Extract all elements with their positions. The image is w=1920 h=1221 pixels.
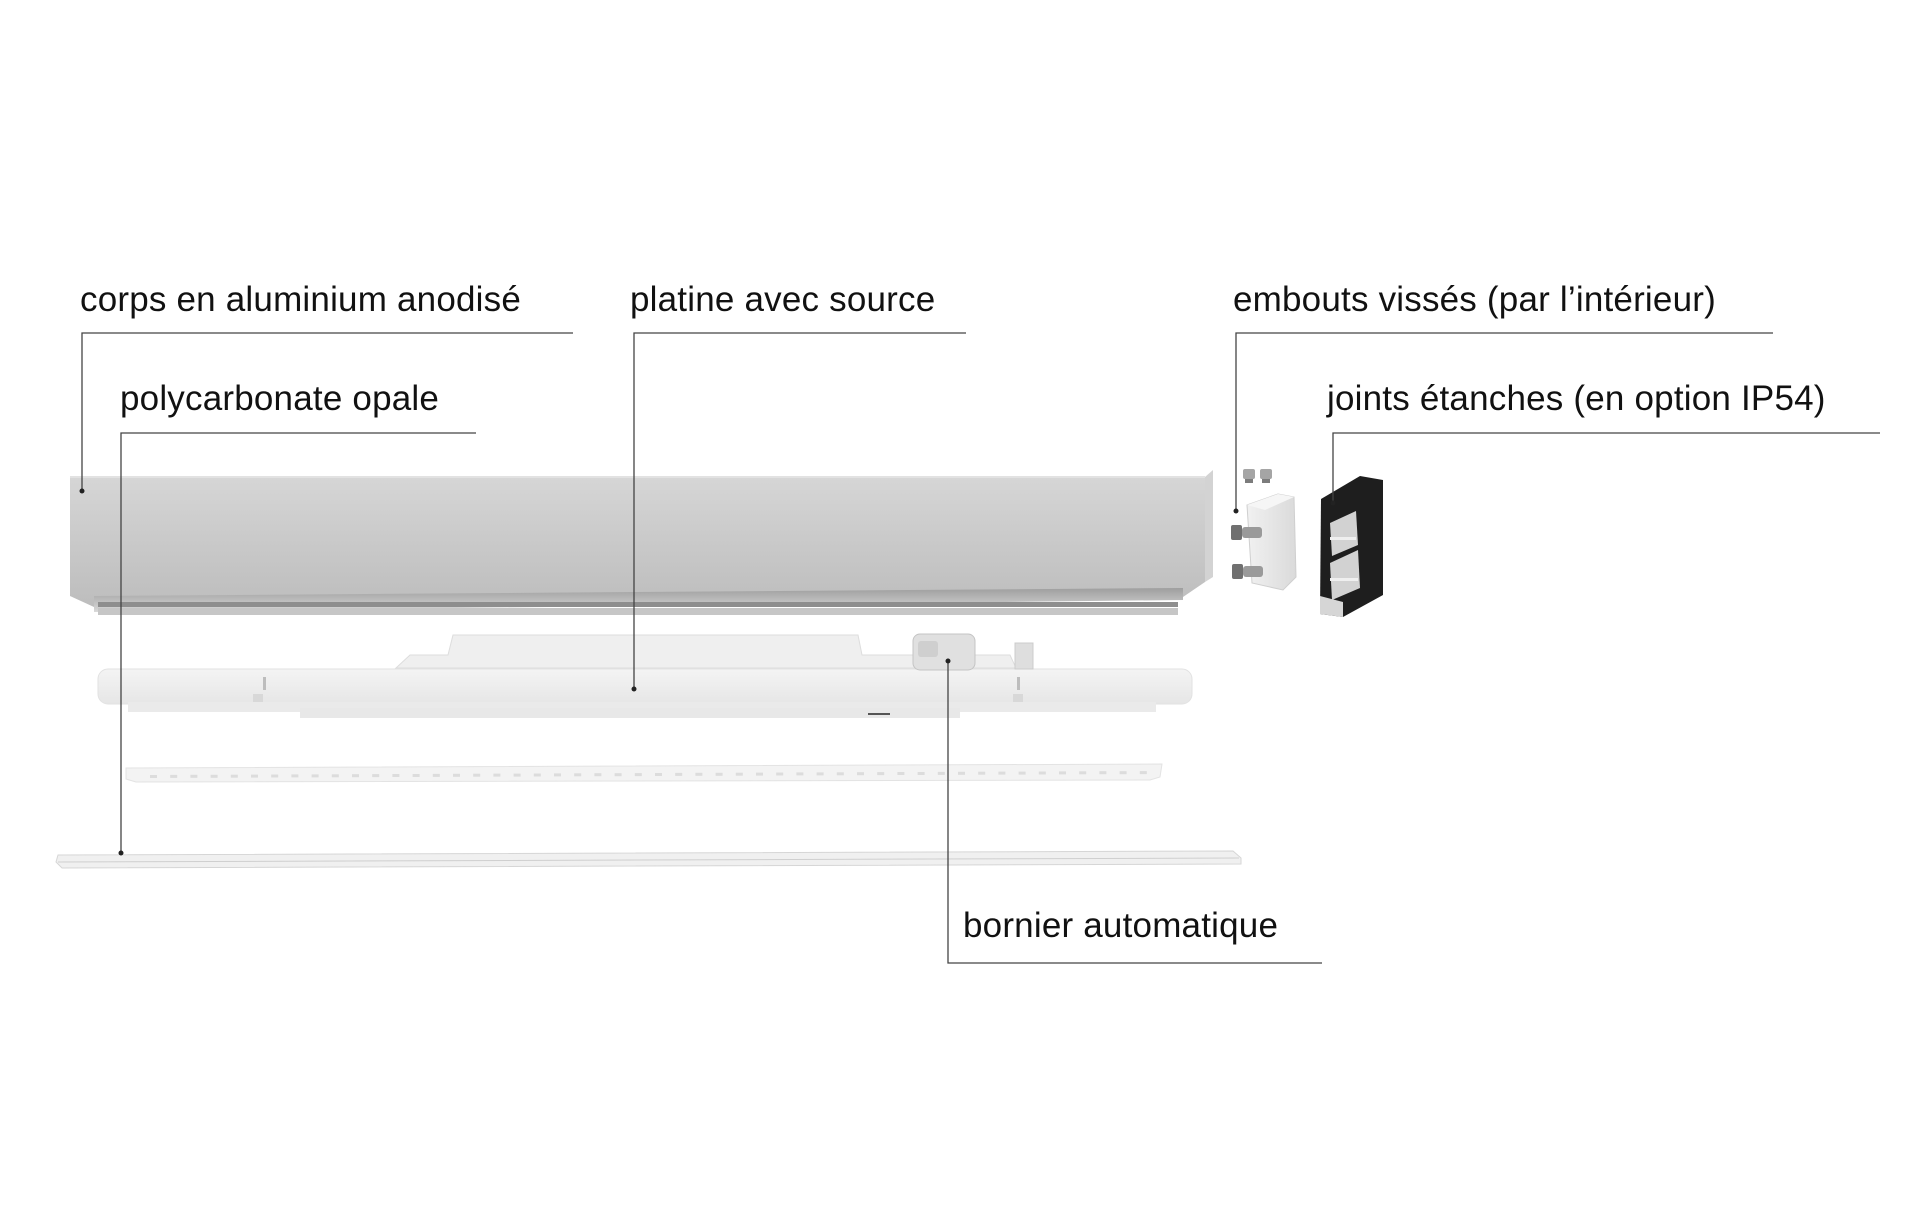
label-joints-etanches: joints étanches (en option IP54) xyxy=(1327,379,1826,418)
led-dot xyxy=(1079,771,1087,775)
screw-icon xyxy=(1231,525,1262,540)
led-dot xyxy=(857,772,864,776)
led-dot xyxy=(372,774,380,778)
led-dot xyxy=(1139,771,1147,775)
led-dot xyxy=(554,773,561,777)
led-dot xyxy=(230,774,238,778)
screw-icon xyxy=(1232,564,1263,579)
screw-icon xyxy=(1260,469,1272,483)
leader-line-polycarbonate xyxy=(120,432,476,853)
led-strip xyxy=(125,763,1163,783)
led-dot xyxy=(877,772,885,776)
polycarbonate-diffuser xyxy=(55,850,1242,869)
led-dot xyxy=(735,772,743,776)
led-dot xyxy=(715,772,723,776)
led-dot xyxy=(917,772,925,775)
led-dot xyxy=(695,772,703,776)
label-polycarbonate-opale: polycarbonate opale xyxy=(120,379,440,418)
aluminium-body xyxy=(70,470,1213,615)
led-dot xyxy=(1059,771,1066,775)
leader-line-bornier xyxy=(947,661,1322,964)
led-dot xyxy=(533,773,541,777)
led-dot xyxy=(392,774,400,777)
led-plate xyxy=(97,634,1193,718)
led-dot xyxy=(432,773,440,777)
led-dot xyxy=(453,773,460,777)
led-dot xyxy=(1099,771,1107,775)
leader-line-platine xyxy=(633,332,966,689)
led-dot xyxy=(493,773,501,777)
screw-icon xyxy=(1243,469,1255,483)
led-dot xyxy=(473,773,481,777)
led-dot xyxy=(251,774,258,778)
led-dot xyxy=(836,772,844,776)
sealing-gasket xyxy=(1320,476,1383,617)
label-corps-aluminium: corps en aluminium anodisé xyxy=(80,280,521,319)
led-dot xyxy=(311,774,319,778)
led-dot xyxy=(412,774,420,777)
led-dot xyxy=(513,773,521,777)
led-dot xyxy=(291,774,299,778)
leader-line-joints xyxy=(1332,432,1880,503)
led-dot xyxy=(271,774,279,778)
leader-line-corps xyxy=(81,332,573,491)
led-dot xyxy=(594,773,602,777)
led-dot xyxy=(978,771,986,775)
led-dot xyxy=(1038,771,1046,775)
terminal-block xyxy=(912,633,1034,671)
led-dot xyxy=(190,774,198,778)
led-dot xyxy=(170,774,178,778)
label-platine-source: platine avec source xyxy=(630,280,936,319)
leader-line-embouts xyxy=(1235,332,1773,511)
led-dot xyxy=(937,771,945,775)
led-dot xyxy=(816,772,824,776)
leader-lines xyxy=(81,332,1880,964)
led-dot xyxy=(776,772,784,776)
led-dot xyxy=(796,772,804,776)
led-dot xyxy=(655,773,662,776)
led-dot xyxy=(1119,771,1127,775)
led-dot xyxy=(210,774,218,778)
led-dot xyxy=(897,772,905,775)
led-dot xyxy=(150,775,157,778)
led-dot xyxy=(998,771,1006,775)
leader-anchor-points xyxy=(79,488,1336,856)
led-dot xyxy=(574,773,582,777)
label-bornier-automatique: bornier automatique xyxy=(963,906,1279,945)
led-dot xyxy=(352,774,359,778)
label-embouts-visses: embouts vissés (par l’intérieur) xyxy=(1233,280,1716,319)
led-dot xyxy=(1018,771,1026,775)
led-dot xyxy=(634,773,642,777)
led-dot xyxy=(331,774,339,778)
led-dot xyxy=(756,772,763,776)
led-dot xyxy=(958,771,965,775)
led-dot xyxy=(614,773,622,777)
led-dot xyxy=(675,772,683,776)
